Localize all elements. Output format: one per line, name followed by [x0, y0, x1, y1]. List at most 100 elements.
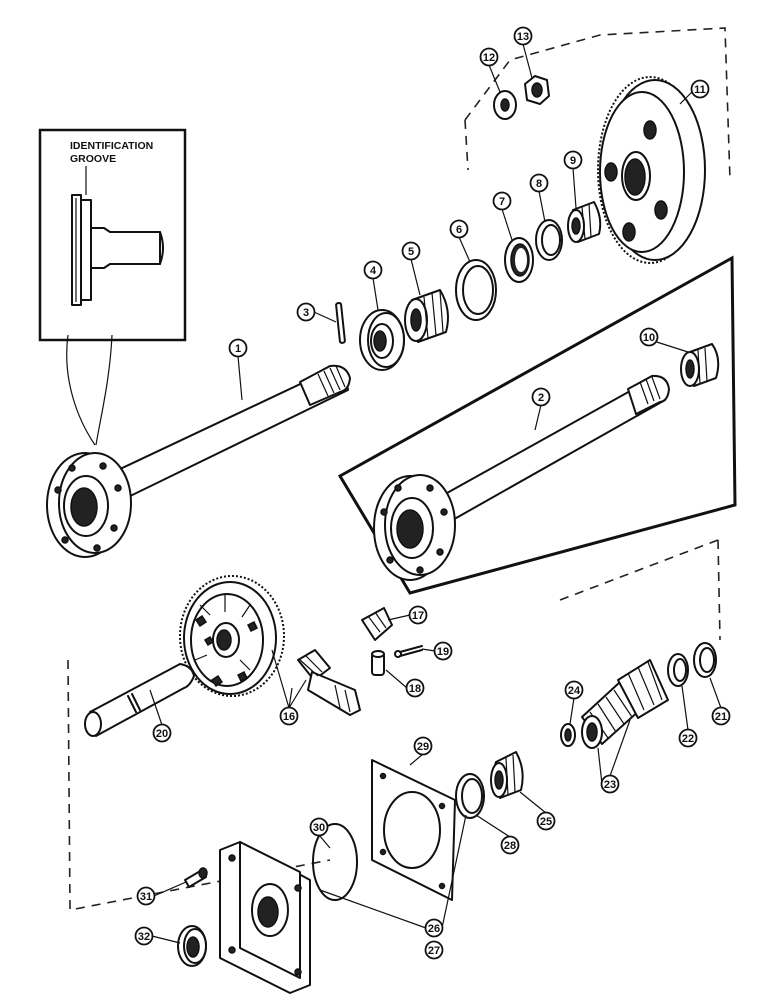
- inset-flange-drawing: [71, 194, 164, 306]
- callout-3: 3: [296, 302, 316, 322]
- callout-circle: [536, 811, 556, 831]
- callout-number: 1: [235, 343, 241, 355]
- callout-number: 26: [428, 923, 440, 935]
- splined-shaft-23: [581, 659, 669, 749]
- inset-label-line2: GROOVE: [70, 153, 116, 165]
- callout-26: 26: [424, 918, 444, 938]
- callout-circle: [600, 774, 620, 794]
- callout-number: 11: [694, 84, 706, 96]
- pinion-shaft-16: [297, 649, 361, 716]
- callout-number: 22: [682, 733, 694, 745]
- callout-number: 6: [456, 224, 462, 236]
- axle-shaft-2: [373, 374, 670, 581]
- callout-number: 13: [517, 31, 529, 43]
- callout-19: 19: [433, 641, 453, 661]
- ring-7: [504, 237, 534, 283]
- group-outline-bottom: [67, 539, 721, 911]
- pin-18: [371, 650, 385, 676]
- callout-circle: [678, 728, 698, 748]
- bearing-cone-25: [490, 751, 524, 799]
- bearing-cone-5: [404, 289, 449, 343]
- callout-2: 2: [531, 387, 551, 407]
- o-ring-30: [312, 823, 358, 901]
- bearing-cover-26-27: [219, 841, 311, 994]
- callout-circle: [408, 605, 428, 625]
- callout-number: 18: [409, 683, 421, 695]
- callout-number: 4: [370, 265, 377, 277]
- cotter-pin-19: [394, 645, 423, 658]
- washer-12: [493, 90, 517, 120]
- callout-32: 32: [134, 926, 154, 946]
- callout-number: 28: [504, 840, 516, 852]
- oil-seal-4: [359, 309, 405, 371]
- callout-4: 4: [363, 260, 383, 280]
- callout-circle: [529, 173, 549, 193]
- callout-number: 7: [499, 196, 505, 208]
- callout-circle: [405, 678, 425, 698]
- callout-circle: [563, 150, 583, 170]
- callout-28: 28: [500, 835, 520, 855]
- callout-number: 16: [283, 711, 295, 723]
- callout-circle: [433, 641, 453, 661]
- callout-circle: [479, 47, 499, 67]
- callout-23: 23: [600, 774, 620, 794]
- callout-circle: [296, 302, 316, 322]
- identification-groove-inset: IDENTIFICATION GROOVE: [38, 128, 187, 446]
- callout-25: 25: [536, 811, 556, 831]
- castle-nut-13: [524, 75, 550, 105]
- bevel-gear-17: [361, 607, 393, 641]
- snap-ring-24: [560, 723, 576, 747]
- callout-number: 25: [540, 816, 552, 828]
- callout-22: 22: [678, 728, 698, 748]
- callout-circle: [492, 191, 512, 211]
- leader-lines: [149, 43, 722, 944]
- callout-circle: [711, 706, 731, 726]
- callout-circle: [690, 79, 710, 99]
- callout-21: 21: [711, 706, 731, 726]
- callout-circle: [424, 918, 444, 938]
- bearing-cone-9: [567, 201, 602, 243]
- callout-12: 12: [479, 47, 499, 67]
- callout-circle: [449, 219, 469, 239]
- callout-number: 27: [428, 945, 440, 957]
- inset-label-line1: IDENTIFICATION: [70, 140, 153, 152]
- pin-3: [335, 301, 346, 344]
- bearing-cup-6: [455, 259, 497, 321]
- callout-7: 7: [492, 191, 512, 211]
- callout-circle: [228, 338, 248, 358]
- callout-11: 11: [690, 79, 710, 99]
- callout-9: 9: [563, 150, 583, 170]
- callout-circle: [279, 706, 299, 726]
- callout-24: 24: [564, 680, 584, 700]
- callout-13: 13: [513, 26, 533, 46]
- washer-21: [693, 642, 717, 678]
- callout-number: 10: [643, 332, 655, 344]
- bearing-cup-28: [455, 773, 485, 819]
- callout-layer: 1234567891011121316171819202122232425262…: [134, 26, 731, 960]
- callout-number: 8: [536, 178, 542, 190]
- callout-number: 20: [156, 728, 168, 740]
- callout-31: 31: [136, 886, 156, 906]
- callout-circle: [309, 817, 329, 837]
- callout-6: 6: [449, 219, 469, 239]
- callout-27: 27: [424, 940, 444, 960]
- callout-number: 29: [417, 741, 429, 753]
- callout-circle: [134, 926, 154, 946]
- callout-number: 2: [538, 392, 544, 404]
- callout-number: 24: [568, 685, 581, 697]
- callout-number: 21: [715, 711, 727, 723]
- gasket-29: [371, 759, 456, 901]
- callout-circle: [363, 260, 383, 280]
- screw-31: [184, 867, 208, 888]
- callout-circle: [564, 680, 584, 700]
- callout-20: 20: [152, 723, 172, 743]
- callout-circle: [531, 387, 551, 407]
- callout-30: 30: [309, 817, 329, 837]
- callout-number: 19: [437, 646, 449, 658]
- callout-1: 1: [228, 338, 248, 358]
- ring-gear-16: [179, 575, 285, 697]
- callout-5: 5: [401, 241, 421, 261]
- callout-number: 3: [303, 307, 309, 319]
- callout-number: 31: [140, 891, 152, 903]
